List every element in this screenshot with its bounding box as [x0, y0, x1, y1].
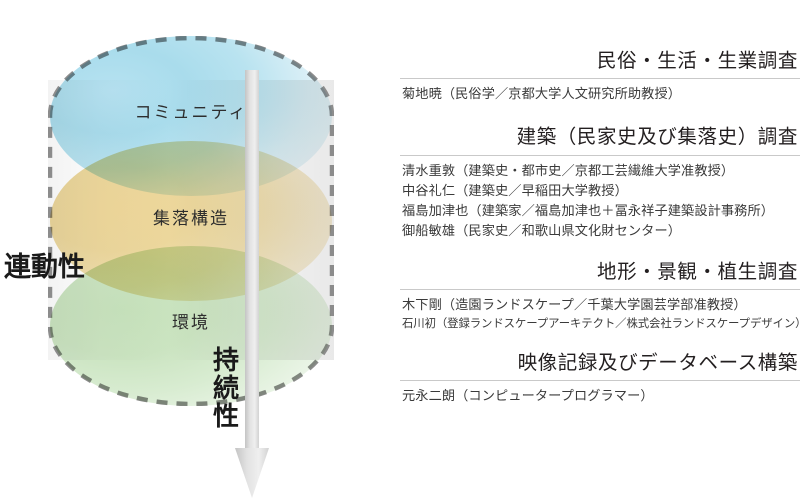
section-landscape: 地形・景観・植生調査 木下剛（造園ランドスケープ／千葉大学園芸学部准教授） 石川…	[390, 261, 800, 333]
list-item: 福島加津也（建築家／福島加津也＋冨永祥子建築設計事務所）	[402, 202, 775, 218]
layer-ellipse-environment	[50, 246, 332, 406]
member-list: 元永二朗（コンピュータープログラマー）	[390, 386, 800, 406]
vertical-label-char-1: 持	[213, 346, 240, 376]
list-item: 御船敏雄（民家史／和歌山県文化財センター）	[402, 223, 682, 238]
section-heading: 建築（民家史及び集落史）調査	[516, 127, 798, 149]
member-list: 木下剛（造園ランドスケープ／千葉大学園芸学部准教授） 石川初（登録ランドスケープ…	[390, 295, 800, 332]
list-item: 菊地暁（民俗学／京都大学人文研究所助教授）	[402, 86, 682, 102]
vertical-label-char-2: 続	[213, 373, 240, 404]
section-divider	[400, 78, 800, 80]
section-heading: 民俗・生活・生業調査	[596, 51, 798, 72]
section-divider	[400, 154, 800, 156]
layer-label-structure: 集落構造	[153, 209, 229, 229]
vertical-label-char-3: 性	[213, 401, 240, 432]
list-item: 石川初（登録ランドスケープアーキテクト／株式会社ランドスケープデザイン）	[402, 317, 800, 330]
list-item: 木下剛（造園ランドスケープ／千葉大学園芸学部准教授）	[402, 297, 747, 313]
spacer	[390, 108, 800, 126]
layer-label-environment: 環境	[172, 313, 210, 333]
member-list: 清水重敦（建築史・都市史／京都工芸繊維大学准教授） 中谷礼仁（建築史／早稲田大学…	[390, 161, 800, 241]
side-label-interlocking: 連動性	[4, 252, 85, 283]
section-architecture: 建築（民家史及び集落史）調査 清水重敦（建築史・都市史／京都工芸繊維大学准教授）…	[390, 126, 800, 241]
list-item: 元永二朗（コンピュータープログラマー）	[402, 388, 654, 404]
research-framework-diagram: コミュニティ 集落構造 環境 連動性 持 続 性	[0, 0, 390, 498]
sustainability-arrow-icon	[235, 70, 269, 498]
layer-label-community: コミュニティ	[134, 103, 248, 123]
section-heading: 映像記録及びデータベース構築	[517, 352, 798, 374]
section-folklore: 民俗・生活・生業調査 菊地暁（民俗学／京都大学人文研究所助教授）	[390, 50, 800, 104]
section-divider	[400, 380, 800, 382]
list-item: 清水重敦（建築史・都市史／京都工芸繊維大学准教授）	[402, 162, 735, 178]
list-item: 中谷礼仁（建築史／早稲田大学教授）	[402, 182, 628, 198]
spacer	[390, 245, 800, 261]
section-divider	[400, 289, 800, 291]
spacer	[390, 337, 800, 352]
member-list: 菊地暁（民俗学／京都大学人文研究所助教授）	[390, 84, 800, 104]
section-video-database: 映像記録及びデータベース構築 元永二朗（コンピュータープログラマー）	[390, 352, 800, 406]
cylinder-graphic: コミュニティ 集落構造 環境	[48, 36, 334, 498]
survey-team-panel: 民俗・生活・生業調査 菊地暁（民俗学／京都大学人文研究所助教授） 建築（民家史及…	[390, 0, 800, 464]
vertical-label-sustainability: 持 続 性	[213, 346, 240, 432]
section-heading: 地形・景観・植生調査	[596, 262, 798, 284]
